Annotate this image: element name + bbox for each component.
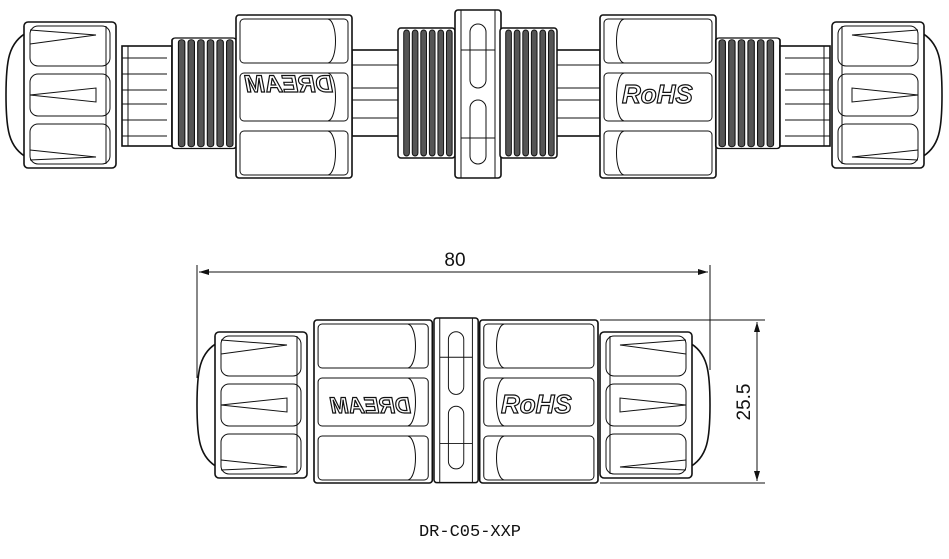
length-dimension: 80 xyxy=(196,250,711,378)
center-right-thread xyxy=(499,27,558,159)
right-cable-nut xyxy=(831,21,943,169)
left-thread xyxy=(171,37,238,150)
left-shaft xyxy=(351,49,403,137)
rohs-logo-top: RoHS xyxy=(622,79,693,109)
left-seal-fins xyxy=(121,45,173,147)
rohs-logo-bottom: RoHS xyxy=(501,389,572,419)
diameter-dimension: 25.5 xyxy=(600,319,765,484)
assembled-view: DREAM RoHS 80 25.5 xyxy=(196,250,765,484)
right-seal-fins xyxy=(779,45,831,147)
right-thread xyxy=(714,37,781,150)
dream-logo-bottom: DREAM xyxy=(330,393,411,418)
diameter-value: 25.5 xyxy=(734,384,755,421)
center-left-thread xyxy=(397,27,456,159)
dream-logo-top: DREAM xyxy=(244,71,333,98)
exploded-view: DREAM RoHS xyxy=(5,9,943,179)
center-coupler xyxy=(454,9,502,179)
left-cable-nut xyxy=(5,21,117,169)
length-value: 80 xyxy=(444,250,465,271)
left-cable-nut xyxy=(196,331,308,479)
center-coupler xyxy=(433,317,479,484)
right-cable-nut xyxy=(599,331,711,479)
model-caption: DR-C05-XXP xyxy=(419,523,521,542)
